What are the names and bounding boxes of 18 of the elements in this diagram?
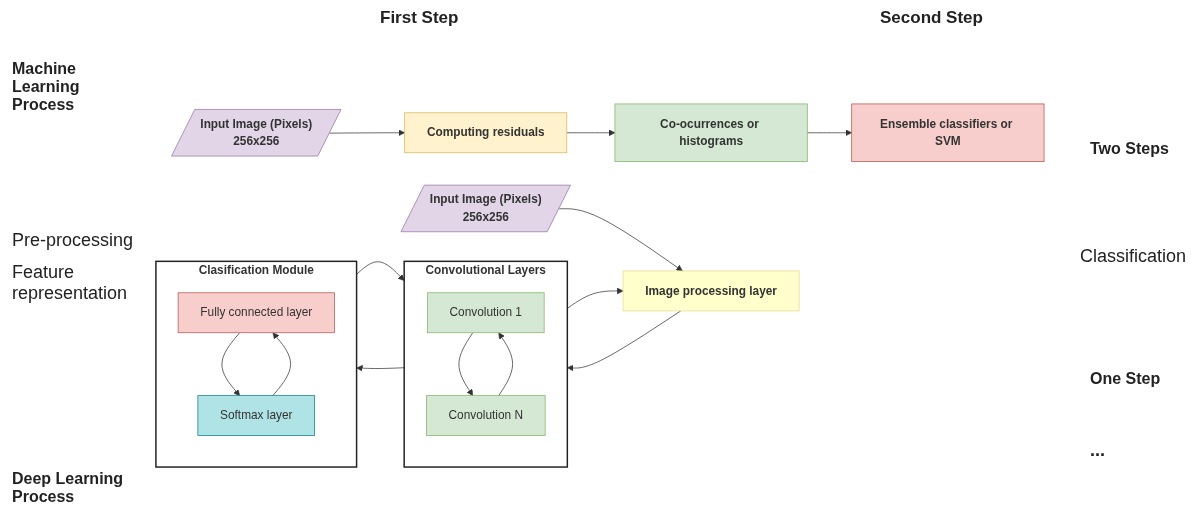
node-box: Image processing layer — [622, 270, 800, 311]
node-box: Computing residuals — [404, 111, 568, 153]
column-heading: Pre-processing — [12, 230, 134, 251]
column-heading: Classification — [1080, 246, 1187, 267]
row-heading: Machine Learning Process — [12, 60, 81, 114]
node-box: Convolution N — [426, 394, 546, 436]
row-heading: One Step — [1090, 370, 1161, 388]
node-box: Fully connected layer — [177, 291, 335, 333]
step-heading: First Step — [380, 8, 459, 28]
node-box: Ensemble classifiers or SVM — [851, 103, 1045, 162]
column-heading: Feature representation — [12, 262, 129, 304]
node-box: Softmax layer — [197, 394, 315, 436]
node-box: Convolution 1 — [427, 291, 545, 333]
row-heading: Two Steps — [1090, 140, 1169, 158]
step-heading: Second Step — [880, 8, 983, 28]
row-heading: Deep Learning Process — [12, 470, 125, 506]
ellipsis: ... — [1090, 440, 1105, 461]
node-box: Co-ocurrences or histograms — [614, 103, 808, 162]
